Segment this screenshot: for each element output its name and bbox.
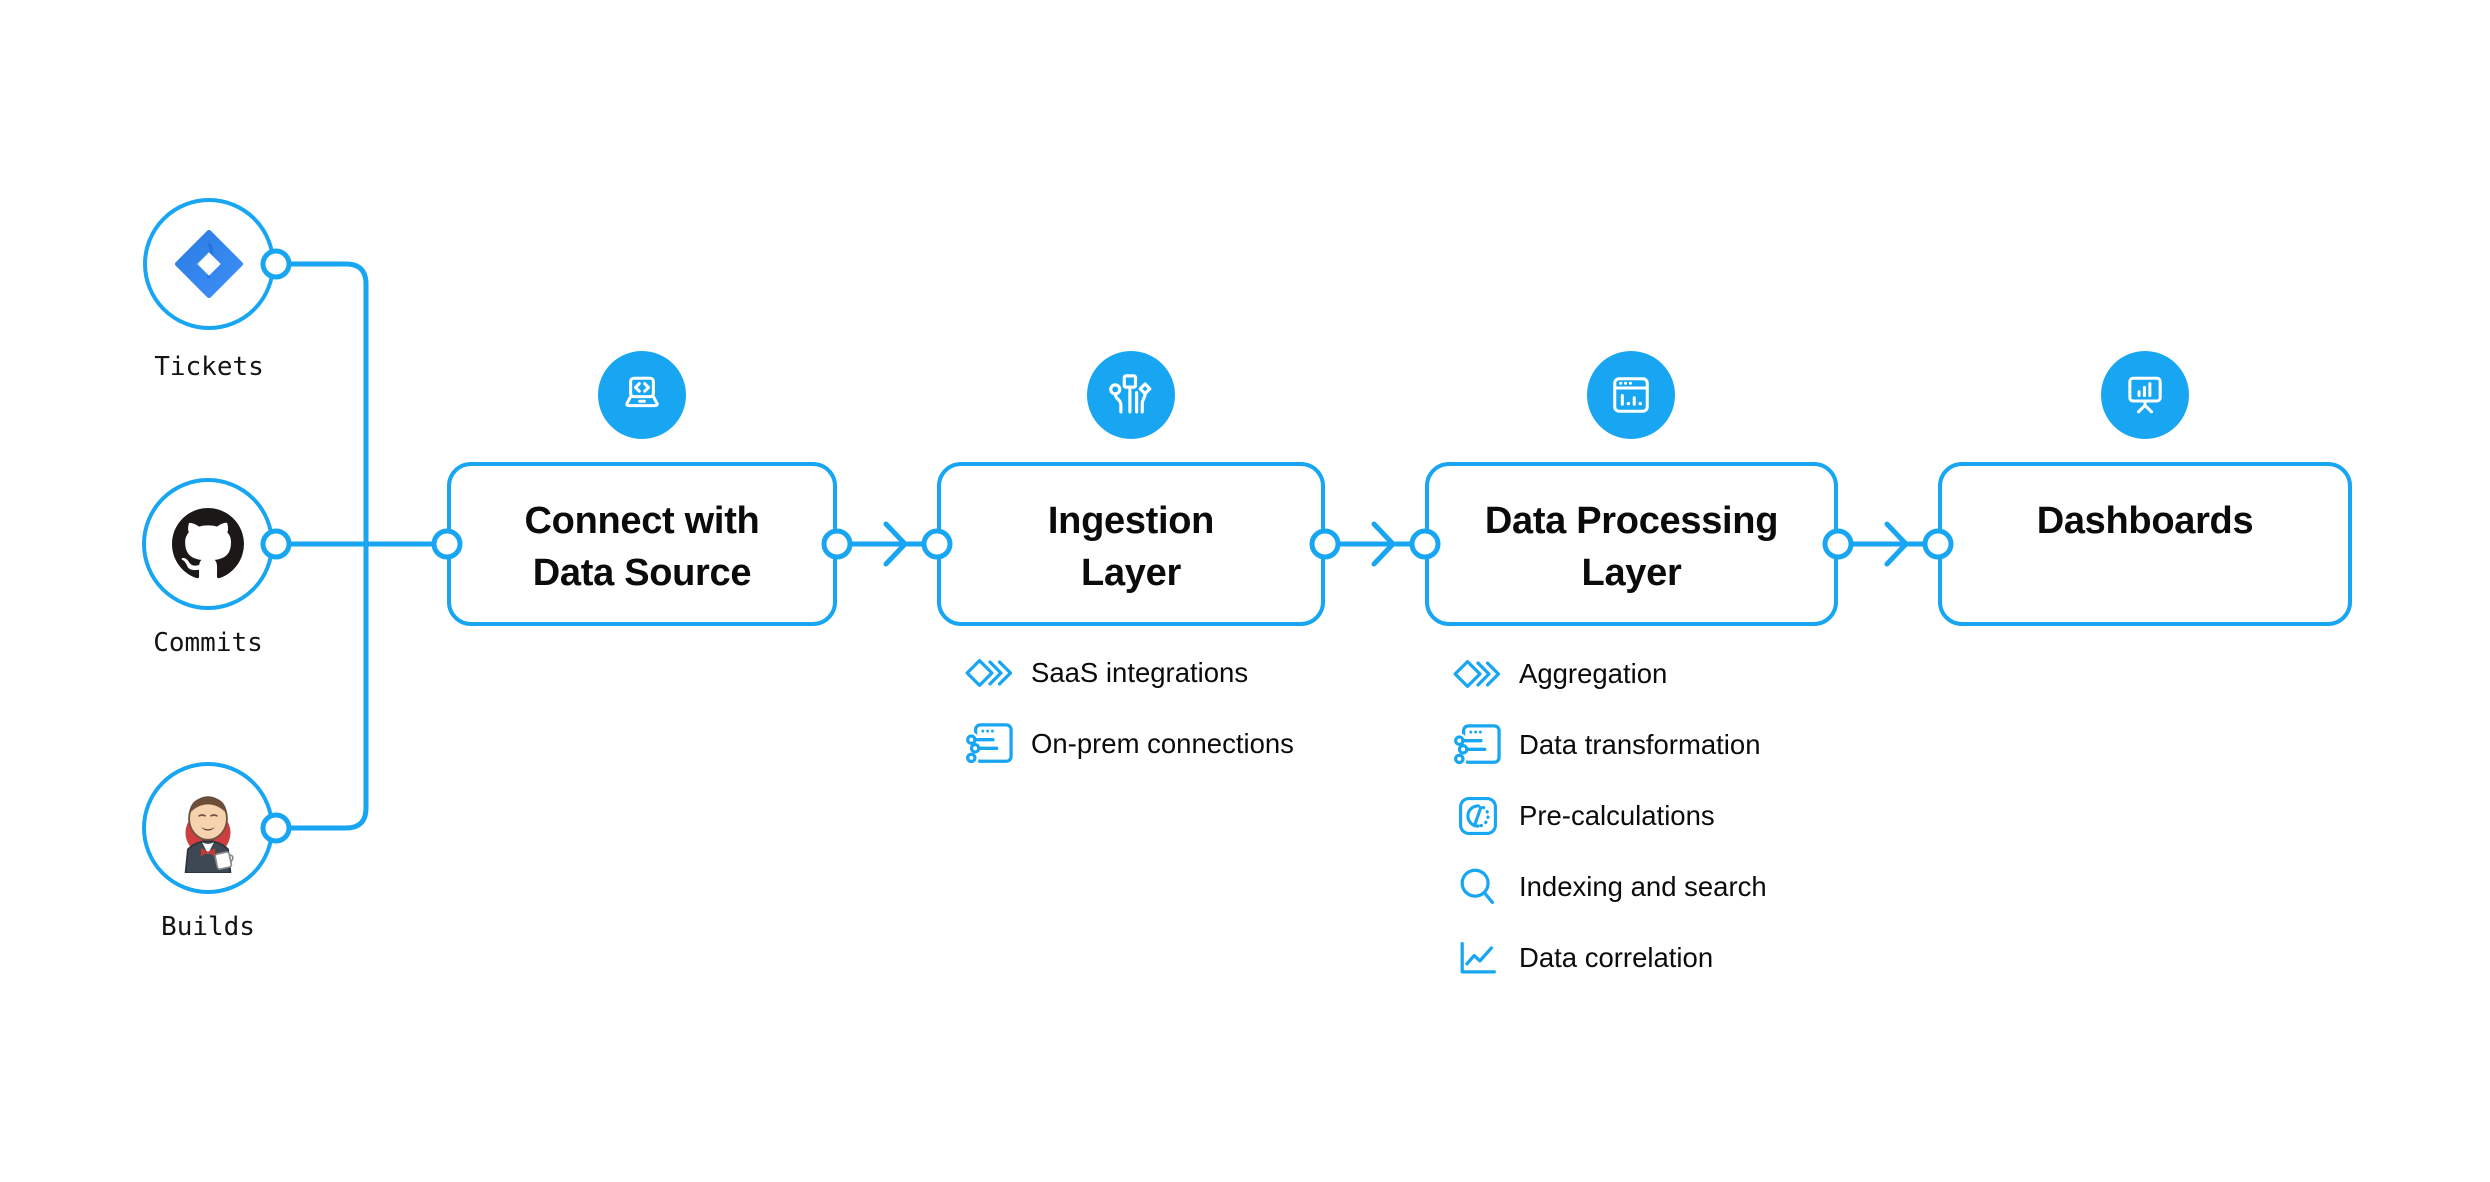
feature-row: On-prem connections [964,708,1294,779]
jira-icon [174,229,244,299]
feature-label: SaaS integrations [1031,656,1249,688]
arrowhead-stage1-stage2 [883,521,908,567]
badge-connect-data-source [598,351,686,439]
arrowhead-stage3-stage4 [1884,521,1909,567]
ingestion-layer-features: SaaS integrations [964,637,1294,779]
github-icon [172,508,244,579]
feature-label: Data transformation [1519,728,1761,760]
stage-box-ingestion-layer: Ingestion Layer [937,462,1325,626]
stage-title: Connect with Data Source [524,500,760,594]
source-node-tickets [143,198,275,330]
source-label-builds: Builds [161,912,255,942]
stacked-diamonds-icon [1452,654,1504,694]
feature-row: Data correlation [1452,922,1767,993]
badge-data-processing-layer [1587,351,1675,439]
line-chart-icon [1452,935,1504,981]
feature-label: On-prem connections [1031,727,1294,759]
circuit-branches-icon [1109,374,1152,414]
stage-title: Dashboards [2036,500,2254,542]
jenkins-icon [184,796,234,873]
feature-row: Data transformation [1452,709,1767,780]
source-label-commits: Commits [153,628,263,658]
stage-box-connect-data-source: Connect with Data Source [447,462,837,626]
feature-row: Indexing and search [1452,851,1767,922]
stage-title: Ingestion Layer [1047,500,1215,594]
window-sliders-icon [964,721,1016,767]
data-processing-layer-features: Aggregation Da [1452,638,1767,993]
feature-label: Indexing and search [1519,870,1767,902]
badge-ingestion-layer [1087,351,1175,439]
feature-label: Pre-calculations [1519,799,1715,831]
presentation-chart-icon [2128,376,2162,414]
window-bar-chart-icon [1613,377,1649,413]
feature-label: Data correlation [1519,941,1714,973]
source-node-commits [142,478,274,610]
stage-box-dashboards: Dashboards [1938,462,2352,626]
feature-row: Aggregation [1452,638,1767,709]
feature-label: Aggregation [1519,657,1668,689]
feature-row: SaaS integrations [964,637,1294,708]
source-label-tickets: Tickets [154,352,264,382]
stage-title: Data Processing Layer [1484,500,1779,594]
badge-dashboards [2101,351,2189,439]
arrowhead-stage2-stage3 [1371,521,1396,567]
gauge-icon [1452,794,1504,838]
source-node-builds [142,762,274,894]
stacked-diamonds-icon [964,653,1016,693]
search-icon [1452,864,1504,910]
laptop-code-icon [625,376,659,408]
feature-row: Pre-calculations [1452,780,1767,851]
wire-tickets-builds-bracket [286,261,369,831]
stage-box-data-processing-layer: Data Processing Layer [1425,462,1838,626]
window-sliders-icon [1452,722,1504,768]
